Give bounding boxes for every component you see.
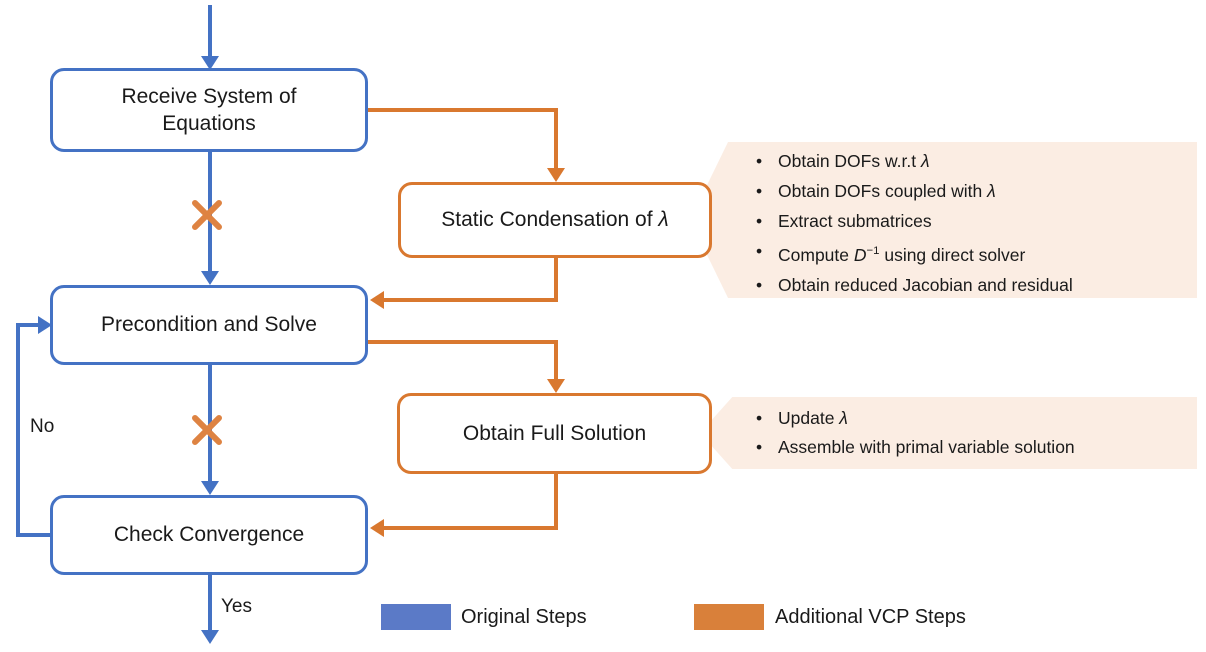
callout-item: Compute D−1 using direct solver [756,236,1197,270]
edge-receive-to-static [368,108,558,169]
legend-label-vcp: Additional VCP Steps [775,606,966,628]
callout-item: Extract submatrices [756,206,1197,236]
callout-full-list: Update λ Assemble with primal variable s… [756,404,1197,462]
callout-static-list: Obtain DOFs w.r.t λ Obtain DOFs coupled … [756,146,1197,298]
node-label: Receive System of Equations [121,84,297,135]
legend-swatch-vcp [694,604,764,630]
node-label: Check Convergence [113,523,305,547]
x-mark-icon [192,200,222,230]
callout-item: Obtain reduced Jacobian and residual [756,270,1197,298]
node-label: Static Condensation of λ [441,208,669,232]
orange-flow-lines [368,108,558,530]
orange-arrowheads [370,168,565,537]
node-precondition-solve: Precondition and Solve [50,285,368,365]
node-label: Obtain Full Solution [462,421,647,445]
callout-item: Update λ [756,404,1197,433]
node-label: Precondition and Solve [101,313,317,337]
edge-no-loop [16,323,52,537]
arrowhead-down-icon [547,379,565,393]
node-static-condensation: Static Condensation of λ [398,182,712,258]
edge-label-no: No [30,416,55,437]
arrowhead-down-icon [201,271,219,285]
legend-swatch-original [381,604,451,630]
arrowhead-down-icon [201,630,219,644]
blue-arrowheads [38,56,219,644]
node-receive-system: Receive System of Equations [50,68,368,152]
callout-item: Obtain DOFs coupled with λ [756,176,1197,206]
x-marks [192,200,222,445]
edge-obtain-to-check [384,474,558,530]
callout-full-solution: Update λ Assemble with primal variable s… [700,397,1197,469]
node-check-convergence: Check Convergence [50,495,368,575]
arrowhead-left-icon [370,291,384,309]
edge-static-to-precondition [384,258,558,302]
node-obtain-full-solution: Obtain Full Solution [397,393,712,474]
callout-item: Assemble with primal variable solution [756,433,1197,462]
edge-label-yes: Yes [221,596,252,617]
edge-precondition-to-obtain [368,340,558,380]
callout-static-condensation: Obtain DOFs w.r.t λ Obtain DOFs coupled … [690,142,1197,298]
arrowhead-left-icon [370,519,384,537]
arrowhead-down-icon [547,168,565,182]
legend-label-original: Original Steps [461,606,587,628]
arrowhead-right-icon [38,316,52,334]
arrowhead-down-icon [201,481,219,495]
callout-item: Obtain DOFs w.r.t λ [756,146,1197,176]
x-mark-icon [192,415,222,445]
arrowhead-down-icon [201,56,219,70]
